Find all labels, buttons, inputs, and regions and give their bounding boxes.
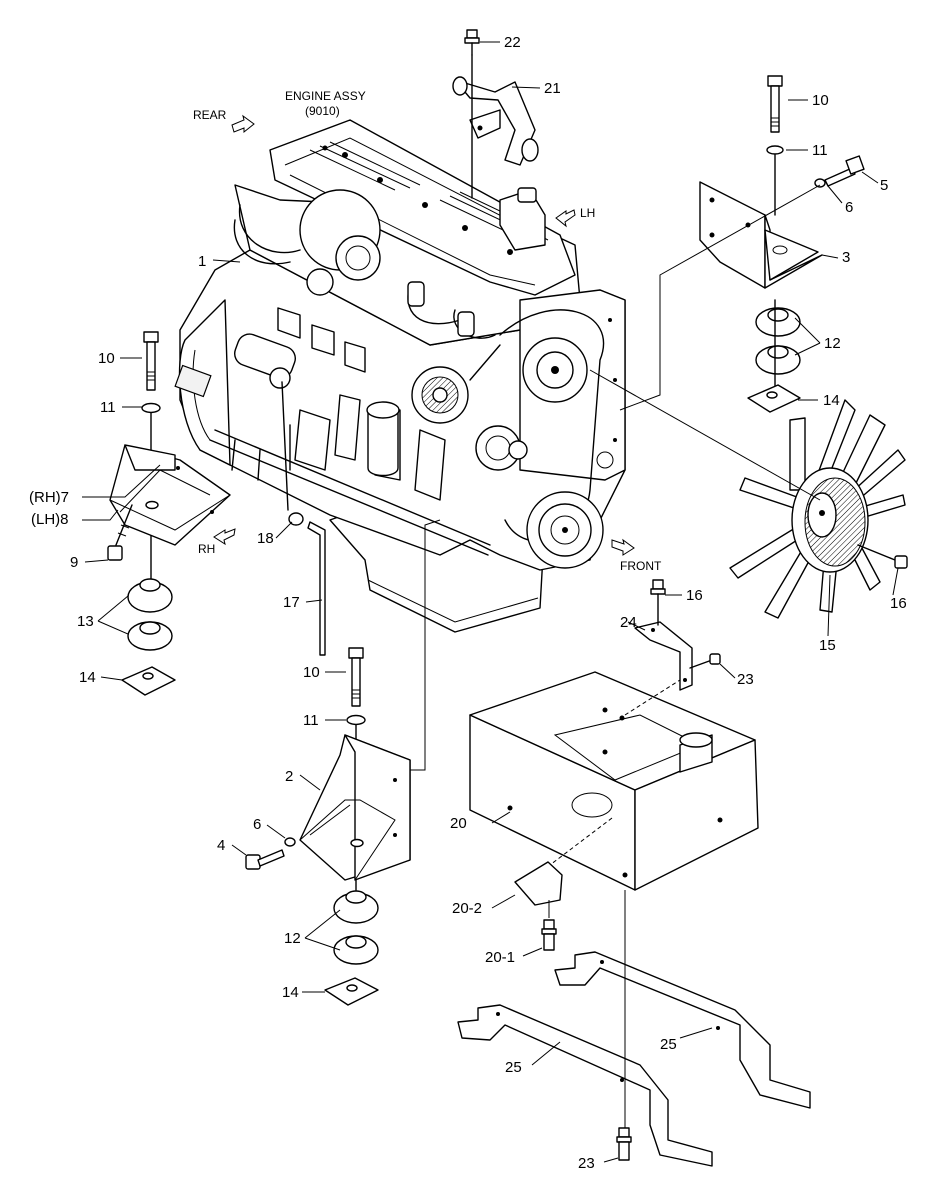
mount-12-right xyxy=(755,299,801,395)
engine-assembly xyxy=(174,119,626,633)
callout-5: 5 xyxy=(880,177,888,194)
callout-2: 2 xyxy=(285,768,293,785)
callout-3: 3 xyxy=(842,249,850,266)
callout-6-center: 6 xyxy=(253,816,261,833)
callout-23-upper: 23 xyxy=(737,671,754,688)
dipstick-17 xyxy=(307,521,326,656)
plate-14-right-nut xyxy=(766,391,778,399)
callout-10-center: 10 xyxy=(303,664,320,681)
engine-assy-title: ENGINE ASSY xyxy=(285,89,366,103)
callout-20-2: 20-2 xyxy=(452,900,482,917)
washer-6-center xyxy=(284,837,296,847)
rh-arrow-icon xyxy=(213,528,236,546)
bolt-16-center xyxy=(650,579,666,626)
callout-18: 18 xyxy=(257,530,274,547)
callout-14-left: 14 xyxy=(79,669,96,686)
callout-12-right: 12 xyxy=(824,335,841,352)
bracket-24 xyxy=(634,621,693,691)
callout-22: 22 xyxy=(504,34,521,51)
callout-16-center: 16 xyxy=(686,587,703,604)
callout-24: 24 xyxy=(620,614,637,631)
fan-15 xyxy=(729,399,906,619)
bracket-7-8 xyxy=(109,444,231,546)
lh-arrow-icon xyxy=(555,209,576,228)
callout-9: 9 xyxy=(70,554,78,571)
callout-7: (RH)7 xyxy=(29,489,69,506)
callout-14-center: 14 xyxy=(282,984,299,1001)
callout-8: (LH)8 xyxy=(31,511,69,528)
labels: ENGINE ASSY (9010) REAR LH RH FRONT 1 2 … xyxy=(29,34,907,1172)
callout-10-right: 10 xyxy=(812,92,829,109)
rail-25-upper xyxy=(554,951,811,1109)
mount-13 xyxy=(127,578,173,651)
callout-25-upper: 25 xyxy=(660,1036,677,1053)
front-arrow-icon xyxy=(611,538,635,556)
rear-label: REAR xyxy=(193,108,227,122)
callout-16-right: 16 xyxy=(890,595,907,612)
bolt-20-1 xyxy=(541,919,557,951)
guard-20 xyxy=(469,671,759,891)
leader-lines xyxy=(82,41,899,1163)
bolt-23-upper xyxy=(689,653,721,669)
rh-label: RH xyxy=(198,542,215,556)
front-label: FRONT xyxy=(620,559,662,573)
callout-15: 15 xyxy=(819,637,836,654)
bracket-3 xyxy=(699,181,823,289)
bolt-23-lower xyxy=(616,1127,632,1161)
callout-21: 21 xyxy=(544,80,561,97)
water-pipe xyxy=(452,76,539,166)
plate-14-left xyxy=(121,666,176,696)
callout-14-right: 14 xyxy=(823,392,840,409)
seal-18 xyxy=(288,512,304,526)
callout-6-right: 6 xyxy=(845,199,853,216)
callout-1: 1 xyxy=(198,253,206,270)
mount-12-center xyxy=(333,890,379,965)
bolt-9 xyxy=(107,504,133,561)
bolt-5 xyxy=(824,155,865,187)
callout-17: 17 xyxy=(283,594,300,611)
rear-arrow-icon xyxy=(231,114,255,134)
washer-6-right xyxy=(814,178,826,188)
callout-25-lower: 25 xyxy=(505,1059,522,1076)
rail-25-lower xyxy=(457,1004,713,1167)
bolt-4 xyxy=(245,849,285,870)
bolt-10-right xyxy=(766,75,784,216)
plate-14-right xyxy=(747,384,801,413)
callout-13: 13 xyxy=(77,613,94,630)
engine-assy-code: (9010) xyxy=(305,104,340,118)
callout-11-center: 11 xyxy=(303,712,319,729)
bracket-2 xyxy=(299,734,411,881)
callout-12-center: 12 xyxy=(284,930,301,947)
callout-20-1: 20-1 xyxy=(485,949,515,966)
plate-20-2 xyxy=(514,861,563,906)
callout-4: 4 xyxy=(217,837,225,854)
bolt-22 xyxy=(464,29,480,199)
callout-11-right: 11 xyxy=(812,142,828,159)
callout-11-left: 11 xyxy=(100,399,116,416)
bolt-16-right xyxy=(857,544,908,569)
lh-label: LH xyxy=(580,206,595,220)
callout-10-left: 10 xyxy=(98,350,115,367)
callout-20: 20 xyxy=(450,815,467,832)
callout-23-lower: 23 xyxy=(578,1155,595,1172)
